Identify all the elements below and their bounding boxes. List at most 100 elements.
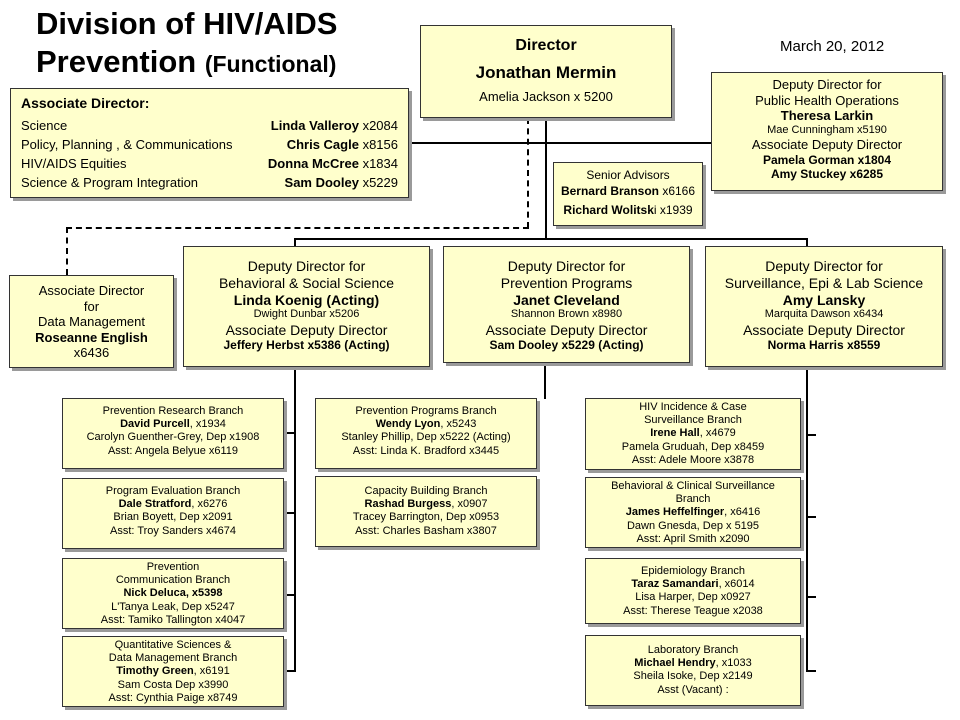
branch-lead-name: Rashad Burgess xyxy=(364,498,452,511)
branch-lead-ext: , x4679 xyxy=(699,427,736,440)
branch-program-evaluation: Program Evaluation Branch Dale Stratford… xyxy=(62,478,284,549)
page-title-line-2: Prevention (Functional) xyxy=(36,44,336,80)
data-management-line3: Data Management xyxy=(38,314,145,330)
deputy-line2: Surveillance, Epi & Lab Science xyxy=(724,274,924,291)
branch-title-2: Branch xyxy=(675,493,711,506)
branch-assistant: Asst (Vacant) : xyxy=(657,683,729,696)
branch-capacity-building: Capacity Building Branch Rashad Burgess,… xyxy=(315,476,537,547)
deputy-operations-name: Theresa Larkin xyxy=(780,108,874,124)
branch-assistant: Asst: Cynthia Paige x8749 xyxy=(108,691,238,704)
branch-title: HIV Incidence & Case xyxy=(639,401,747,413)
branch-lead-name: Nick Deluca, x5398 xyxy=(123,587,223,600)
deputy-operations-line1: Deputy Director for xyxy=(772,77,882,92)
branch-title: Program Evaluation Branch xyxy=(105,485,241,497)
advisor-name: Bernard Branson xyxy=(560,184,659,199)
branch-lead-ext: , x6014 xyxy=(718,578,755,591)
senior-advisor-2: Richard Wolitski x1939 xyxy=(554,203,702,217)
associate-ext: x2084 xyxy=(358,118,398,133)
branch-behavioral-clinical: Behavioral & Clinical Surveillance Branc… xyxy=(585,477,801,548)
associate-name: Linda Valleroy xyxy=(270,118,359,133)
branch-lead-name: Taraz Samandari xyxy=(631,578,719,591)
associate-ext: x5229 xyxy=(358,175,398,190)
deputy-line1: Deputy Director for xyxy=(507,258,626,274)
branch-assistant: Asst: Angela Belyue x6119 xyxy=(107,444,239,457)
branch-prevention-research: Prevention Research Branch David Purcell… xyxy=(62,398,284,469)
branch-lead-name: Irene Hall xyxy=(650,427,700,440)
associate-directors-box: Associate Director: Science Linda Valler… xyxy=(10,88,409,198)
deputy-name: Linda Koenig (Acting) xyxy=(233,291,380,308)
branch-lead-name: David Purcell xyxy=(120,418,190,431)
branch-title-2: Communication Branch xyxy=(115,574,231,587)
data-management-line1: Associate Director xyxy=(38,283,145,298)
branch-deputy: Stanley Phillip, Dep x5222 (Acting) xyxy=(341,431,511,444)
branch-quantitative-sciences: Quantitative Sciences & Data Management … xyxy=(62,636,284,707)
advisor-ext: x6166 xyxy=(659,184,696,199)
branch-deputy: L'Tanya Leak, Dep x5247 xyxy=(111,600,235,613)
branch-deputy: Tracey Barrington, Dep x0953 xyxy=(352,511,500,524)
deputy-operations-assoc-heading: Associate Deputy Director xyxy=(751,136,903,152)
deputy-line2: Behavioral & Social Science xyxy=(218,274,395,291)
director-heading: Director xyxy=(515,37,577,54)
deputy-assoc: Jeffery Herbst x5386 (Acting) xyxy=(223,338,390,353)
branch-lead-name: Wendy Lyon xyxy=(375,418,441,431)
branch-deputy: Brian Boyett, Dep x2091 xyxy=(113,511,233,524)
deputy-prevention-box: Deputy Director for Prevention Programs … xyxy=(443,246,690,363)
deputy-operations-assistant: Mae Cunningham x5190 xyxy=(767,123,887,136)
branch-assistant: Asst: April Smith x2090 xyxy=(636,532,750,545)
deputy-behavioral-box: Deputy Director for Behavioral & Social … xyxy=(183,246,430,367)
branch-prevention-programs: Prevention Programs Branch Wendy Lyon, x… xyxy=(315,398,537,469)
branch-lead-name: Dale Stratford xyxy=(118,498,192,511)
branch-lead-ext: , x1033 xyxy=(715,657,752,670)
senior-advisors-box: Senior Advisors Bernard Branson x6166 Ri… xyxy=(553,162,703,226)
branch-assistant: Asst: Adele Moore x3878 xyxy=(631,453,755,466)
associate-area: Policy, Planning , & Communications xyxy=(21,137,233,152)
advisor-ext: i x1939 xyxy=(653,202,693,217)
branch-title: Epidemiology Branch xyxy=(641,565,745,577)
branch-assistant: Asst: Tamiko Tallington x4047 xyxy=(100,613,246,626)
deputy-operations-assoc1: Pamela Gorman x1804 xyxy=(762,152,892,167)
branch-epidemiology: Epidemiology Branch Taraz Samandari, x60… xyxy=(585,558,801,624)
branch-title: Laboratory Branch xyxy=(647,644,739,656)
branch-deputy: Pamela Gruduah, Dep x8459 xyxy=(621,440,765,453)
deputy-line1: Deputy Director for xyxy=(247,258,366,274)
branch-assistant: Asst: Charles Basham x3807 xyxy=(355,524,497,537)
deputy-line2: Prevention Programs xyxy=(500,274,633,291)
branch-lead-ext: , x1934 xyxy=(189,418,226,431)
branch-assistant: Asst: Therese Teague x2038 xyxy=(623,604,763,617)
branch-assistant: Asst: Linda K. Bradford x3445 xyxy=(352,444,500,457)
associate-directors-heading: Associate Director: xyxy=(21,95,150,111)
branch-title-2: Data Management Branch xyxy=(108,652,238,665)
deputy-operations-assoc2: Amy Stuckey x6285 xyxy=(770,166,884,181)
data-management-name: Roseanne English xyxy=(35,329,148,345)
advisor-name: Richard Wolitsk xyxy=(563,202,654,217)
branch-lead-name: James Heffelfinger xyxy=(625,506,725,519)
deputy-assoc: Sam Dooley x5229 (Acting) xyxy=(489,338,644,353)
page-title-line-1: Division of HIV/AIDS xyxy=(36,6,338,41)
associate-area: Science xyxy=(21,118,68,133)
deputy-name: Amy Lansky xyxy=(782,291,866,308)
branch-assistant: Asst: Troy Sanders x4674 xyxy=(110,524,236,537)
branch-lead-ext: , x0907 xyxy=(451,498,488,511)
branch-title: Prevention xyxy=(146,561,200,573)
branch-lead-name: Timothy Green xyxy=(116,665,194,678)
senior-advisors-heading: Senior Advisors xyxy=(586,168,670,182)
associate-ext: x1834 xyxy=(358,156,398,171)
senior-advisor-1: Bernard Branson x6166 xyxy=(554,184,702,198)
page-title-main: Prevention xyxy=(36,44,197,79)
branch-lead-ext: , x6191 xyxy=(193,665,230,678)
branch-deputy: Sam Costa Dep x3990 xyxy=(117,678,229,691)
deputy-operations-box: Deputy Director for Public Health Operat… xyxy=(711,72,943,191)
associate-ext: x8156 xyxy=(358,137,398,152)
deputy-assoc: Norma Harris x8559 xyxy=(767,338,881,353)
director-box: Director Jonathan Mermin Amelia Jackson … xyxy=(420,25,672,118)
branch-lead-ext: , x6276 xyxy=(191,498,228,511)
branch-title: Prevention Research Branch xyxy=(102,405,244,417)
associate-area: Science & Program Integration xyxy=(21,175,199,190)
branch-lead-ext: , x5243 xyxy=(440,418,477,431)
chart-date: March 20, 2012 xyxy=(780,38,885,55)
deputy-surveillance-box: Deputy Director for Surveillance, Epi & … xyxy=(705,246,943,367)
deputy-assistant: Marquita Dawson x6434 xyxy=(764,308,884,321)
director-name: Jonathan Mermin xyxy=(475,63,617,83)
deputy-name: Janet Cleveland xyxy=(513,291,620,308)
deputy-assoc-heading: Associate Deputy Director xyxy=(225,321,388,338)
